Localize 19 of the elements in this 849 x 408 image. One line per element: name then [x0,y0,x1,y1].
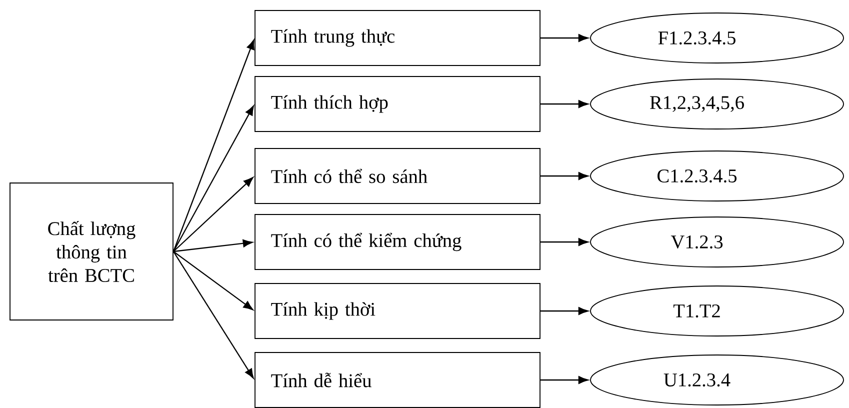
arrow [173,239,253,252]
arrow [173,177,254,252]
arrow [173,251,254,310]
quality-box: Tính có thể kiểm chứng [254,214,540,270]
arrow [172,106,254,252]
arrow [540,376,588,384]
quality-box: Tính dễ hiểu [254,352,540,408]
arrow [172,251,254,379]
arrow [540,34,588,42]
arrow [172,40,254,252]
arrow [540,100,588,108]
quality-box: Tính trung thực [254,10,540,66]
arrow [540,238,588,246]
arrow [540,307,588,315]
arrow [540,172,588,180]
quality-box: Tính có thể so sánh [254,148,540,204]
quality-box: Tính kịp thời [254,283,540,339]
topic-box: Chất lượng thông tin trên BCTC [10,182,174,320]
quality-box: Tính thích hợp [254,76,540,132]
